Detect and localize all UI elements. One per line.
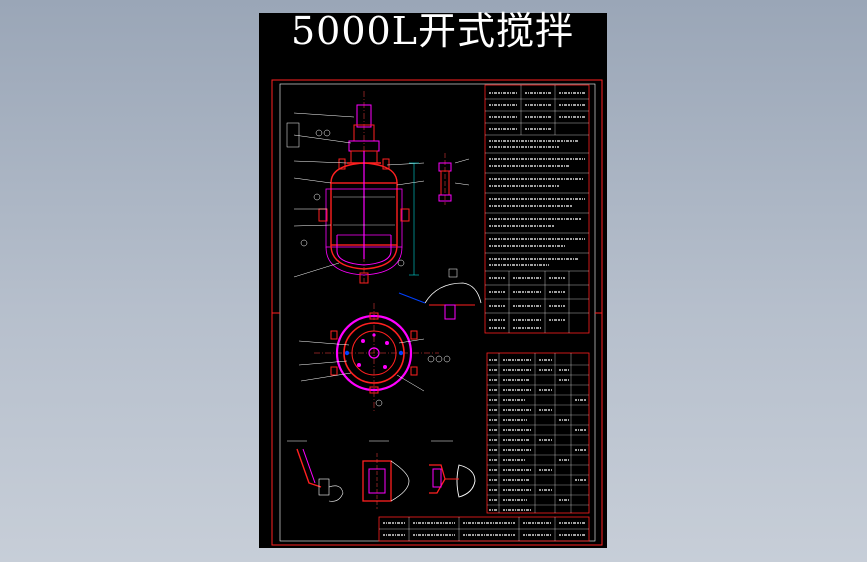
drawing-sheet [259,13,607,548]
detail-views [287,440,476,509]
inner-frame [279,83,596,542]
parts-table [486,352,590,514]
plan-view [298,303,451,413]
title-block [378,516,590,542]
notes-table [484,84,590,334]
drawing-title: 5000L开式搅拌 [291,9,574,53]
cad-drawing [271,79,603,546]
nozzle-detail [438,153,470,205]
bottom-section-detail [398,268,482,320]
elevation-view [286,91,425,284]
outer-frame [271,79,603,546]
